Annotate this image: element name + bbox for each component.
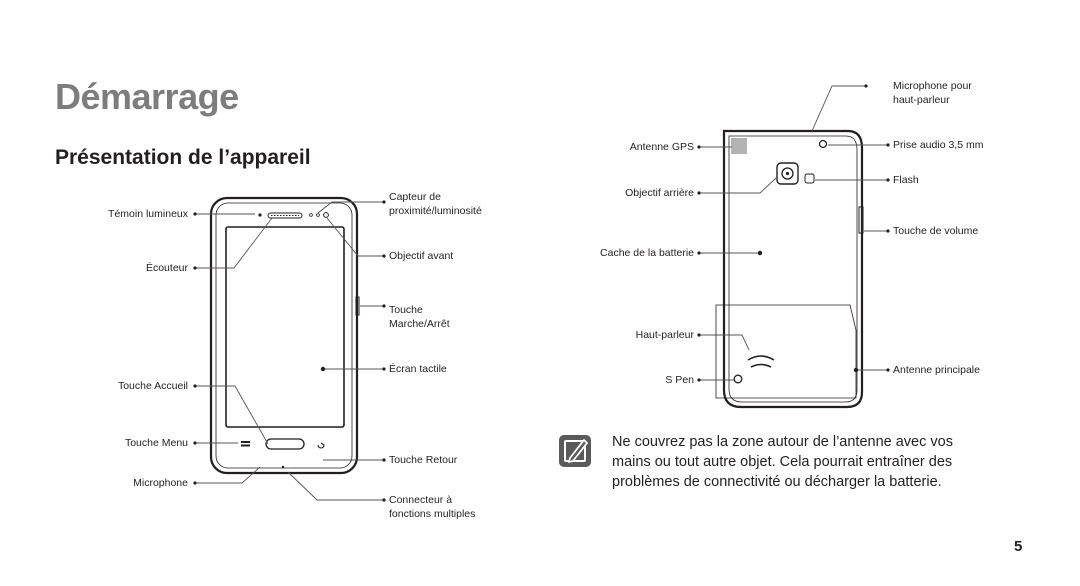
label-rear-camera: Objectif arrière: [625, 187, 694, 199]
label-sensor-line1: Capteur de: [389, 191, 441, 203]
label-speaker: Haut-parleur: [635, 329, 694, 341]
label-back-key: Touche Retour: [389, 454, 458, 466]
page-number: 5: [1014, 538, 1023, 555]
section-title: Présentation de l’appareil: [55, 146, 311, 169]
label-flash: Flash: [893, 174, 919, 186]
label-main-antenna: Antenne principale: [893, 364, 980, 376]
note-pencil-icon: [558, 434, 592, 468]
label-headset-jack: Prise audio 3,5 mm: [893, 139, 984, 151]
label-gps-antenna: Antenne GPS: [629, 141, 694, 153]
label-microphone: Microphone: [133, 477, 188, 489]
page-title: Démarrage: [55, 76, 239, 117]
label-power-key: Touche Marche/Arrêt: [389, 303, 450, 331]
label-mic-line1: Microphone pour: [893, 80, 972, 92]
label-battery-cover: Cache de la batterie: [600, 247, 694, 259]
label-multifunction-jack: Connecteur à fonctions multiples: [389, 493, 475, 521]
label-menu-key: Touche Menu: [124, 437, 188, 449]
label-power-line2: Marche/Arrêt: [389, 318, 450, 330]
label-touchscreen: Écran tactile: [389, 363, 447, 375]
label-mf-line2: fonctions multiples: [389, 508, 476, 520]
label-front-camera: Objectif avant: [389, 250, 454, 262]
label-speaker-mic: Microphone pour haut-parleur: [893, 79, 972, 107]
back-phone: [715, 129, 864, 409]
label-spen: S Pen: [665, 374, 694, 386]
label-power-line1: Touche: [389, 304, 423, 316]
front-phone: [209, 196, 360, 475]
label-sensor: Capteur de proximité/luminosité: [389, 190, 482, 218]
label-mf-line1: Connecteur à: [389, 494, 453, 506]
label-home-key: Touche Accueil: [117, 380, 188, 392]
label-earpiece: Écouteur: [145, 262, 188, 274]
label-volume-key: Touche de volume: [893, 225, 979, 237]
label-led: Témoin lumineux: [108, 208, 188, 220]
label-mic-line2: haut-parleur: [893, 94, 950, 106]
label-sensor-line2: proximité/luminosité: [389, 205, 482, 217]
note-text: Ne couvrez pas la zone autour de l’anten…: [612, 434, 953, 490]
